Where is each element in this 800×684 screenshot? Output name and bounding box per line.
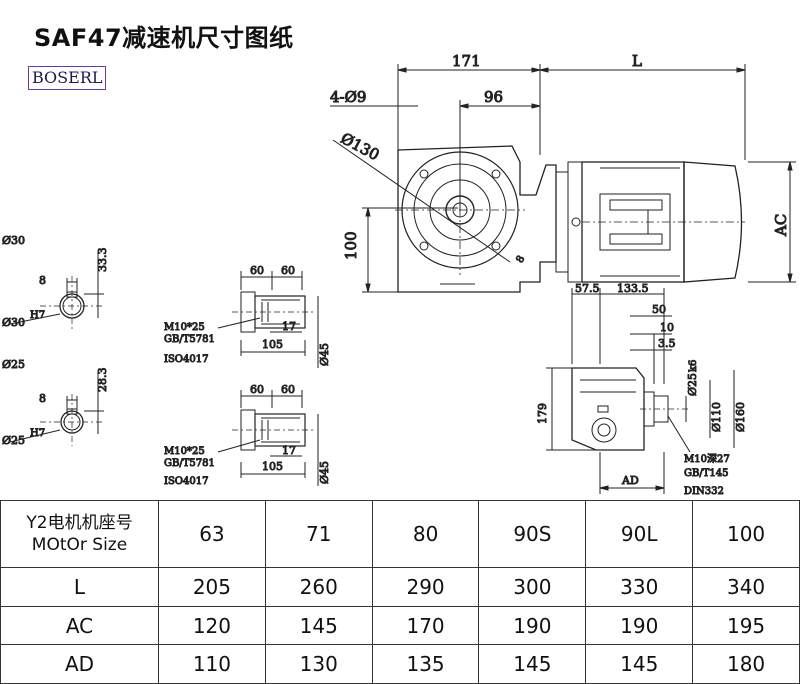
table-cell: 290 (371, 567, 480, 607)
table-cell: 110 (158, 644, 266, 684)
shaft-detail-upper: 60 60 17 105 Ø45 M10*25 GB/T5781 ISO4017 (164, 264, 332, 368)
row-label: L (0, 567, 159, 607)
size-cell: 80 (371, 499, 480, 569)
dim-3-5: 3.5 (658, 337, 676, 350)
table-cell: 130 (264, 644, 373, 684)
size-cell: 90L (585, 499, 694, 569)
table-cell: 330 (585, 567, 694, 607)
dim-10: 10 (660, 321, 674, 334)
dim-8-b: 8 (39, 392, 46, 405)
fit-k6: k6 (688, 360, 699, 372)
table-cell: 180 (692, 644, 800, 684)
fit-h7-a: H7 (30, 310, 45, 321)
table-header-row: Y2电机机座号 MOtOr Size 63 71 80 90S 90L 100 (0, 499, 800, 569)
dim-28-3: 28.3 (96, 368, 109, 393)
header-label-cn: Y2电机机座号 (26, 513, 133, 534)
table-cell: 120 (158, 605, 266, 646)
dim-60-c: 60 (250, 383, 264, 396)
motor-size-table: Y2电机机座号 MOtOr Size 63 71 80 90S 90L 100 … (0, 499, 800, 684)
dim-60-b: 60 (281, 264, 295, 277)
dim-phi110: Ø110 (710, 402, 723, 432)
table-header-label: Y2电机机座号 MOtOr Size (0, 499, 159, 569)
table-cell: 170 (371, 605, 480, 646)
dim-105-a: 105 (262, 338, 283, 351)
size-cell: 71 (264, 499, 373, 569)
table-row: L 205 260 290 300 330 340 (0, 567, 800, 607)
dim-phi160: Ø160 (734, 402, 747, 432)
dim-AD: AD (621, 474, 639, 487)
table-cell: 135 (371, 644, 480, 684)
dim-phi45-a: Ø45 (318, 343, 331, 366)
dim-phi25: Ø25 (2, 358, 25, 371)
dim-133-5: 133.5 (617, 282, 649, 295)
bolt-spec-b: M10*25 (164, 446, 205, 457)
dim-60-a: 60 (250, 264, 264, 277)
table-cell: 195 (692, 605, 800, 646)
dim-8-main: 8 (515, 254, 528, 265)
size-cell: 100 (692, 499, 800, 569)
main-view: 171 L 4-Ø9 96 Ø130 100 8 (330, 52, 796, 293)
bolt-spec-a: M10*25 (164, 322, 205, 333)
bolt-std-iso-a: ISO4017 (164, 354, 208, 365)
center-hole-spec: M10深27 (684, 453, 730, 465)
dim-phi30: Ø30 (2, 234, 25, 247)
row-label: AC (0, 605, 159, 646)
shaft-detail-lower: 60 60 17 105 Ø45 M10*25 GB/T5781 ISO4017 (164, 383, 332, 488)
center-hole-std-gb: GB/T145 (684, 468, 728, 479)
dim-57-5: 57.5 (575, 282, 600, 295)
dim-96: 96 (484, 88, 503, 106)
fit-h7-b: H7 (30, 428, 45, 439)
bolt-std-gb-a: GB/T5781 (164, 334, 215, 345)
dim-179: 179 (536, 403, 549, 424)
dim-L: L (632, 52, 642, 70)
size-cell: 63 (158, 499, 266, 569)
table-row: AD 110 130 135 145 145 180 (0, 644, 800, 684)
dim-50: 50 (652, 303, 666, 316)
dim-AC: AC (772, 214, 790, 237)
row-label: AD (0, 644, 159, 684)
bolt-std-gb-b: GB/T5781 (164, 458, 215, 469)
header-label-en: MOtOr Size (31, 535, 128, 556)
dim-4-holes: 4-Ø9 (330, 88, 366, 106)
dim-phi45-b: Ø45 (318, 461, 331, 484)
dim-8-a: 8 (39, 274, 46, 287)
dim-33-3: 33.3 (96, 248, 109, 273)
page-title: SAF47减速机尺寸图纸 (34, 24, 294, 52)
table-cell: 205 (158, 567, 266, 607)
table-cell: 145 (478, 644, 587, 684)
dim-17-b: 17 (282, 444, 296, 457)
side-view: 57.5 133.5 50 10 3.5 179 Ø25 k6 Ø110 Ø16… (536, 282, 748, 498)
table-cell: 145 (264, 605, 373, 646)
table-cell: 340 (692, 567, 800, 607)
center-hole-std-din: DIN332 (684, 486, 724, 497)
brand-logo: BOSERL (28, 66, 107, 90)
dim-17-a: 17 (282, 320, 296, 333)
bore-detail-30: Ø30 8 33.3 Ø30 H7 (2, 234, 110, 330)
table-cell: 145 (585, 644, 694, 684)
dim-phi25-k6: Ø25 (686, 373, 699, 396)
dim-phi30-h7: Ø30 (2, 316, 25, 329)
table-cell: 300 (478, 567, 587, 607)
dim-105-b: 105 (262, 460, 283, 473)
size-cell: 90S (478, 499, 587, 569)
table-cell: 190 (585, 605, 694, 646)
table-cell: 260 (264, 567, 373, 607)
dim-100: 100 (342, 231, 360, 260)
bolt-std-iso-b: ISO4017 (164, 476, 208, 487)
table-cell: 190 (478, 605, 587, 646)
dim-171: 171 (452, 52, 481, 70)
bore-detail-25: Ø25 8 28.3 Ø25 H7 (2, 358, 110, 448)
table-row: AC 120 145 170 190 190 195 (0, 605, 800, 646)
dim-phi25-h7: Ø25 (2, 434, 25, 447)
dim-60-d: 60 (281, 383, 295, 396)
technical-drawing: 171 L 4-Ø9 96 Ø130 100 8 (2, 52, 796, 498)
